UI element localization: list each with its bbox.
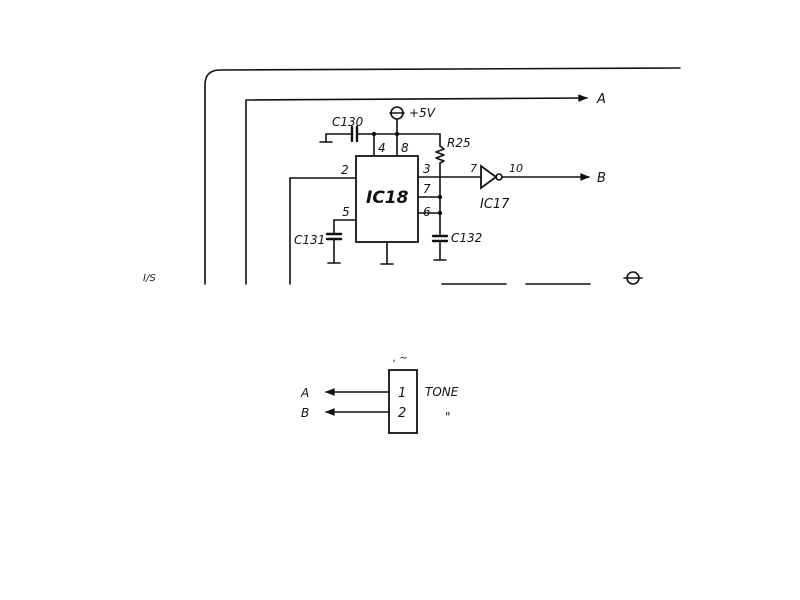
capacitor-c130 (319, 125, 373, 143)
connector-line-a: A (300, 386, 309, 400)
edge-fragment: I/S (143, 273, 156, 284)
ic18-body (355, 155, 419, 243)
wire-a-bus (245, 94, 588, 285)
pin-2: 2 (341, 163, 349, 177)
c130-label: C130 (332, 115, 364, 129)
pin-5: 5 (342, 205, 350, 219)
ic17-pin-out: 10 (509, 162, 523, 175)
connector-row-a: A 1 TONE (300, 385, 459, 401)
frame-line (204, 67, 681, 285)
supply-label: +5V (409, 106, 436, 120)
capacitor-c132 (431, 234, 449, 261)
connector-row-b: B 2 " (301, 406, 451, 424)
ic18-label: IC18 (366, 188, 409, 208)
junction-dot (437, 194, 443, 200)
connector-pin-2: 2 (398, 406, 406, 421)
ground-symbol (623, 271, 643, 285)
ic17-label: IC17 (480, 197, 510, 212)
connector-desc-tone: TONE (425, 385, 459, 399)
resistor-r25 (435, 133, 445, 237)
pin-6: 6 (423, 205, 431, 219)
c132-label: C132 (451, 231, 482, 245)
pin-3: 3 (423, 162, 431, 176)
inverter-ic17 (480, 164, 503, 190)
connector-line-b: B (301, 406, 309, 420)
pin-8: 8 (401, 141, 409, 155)
output-a-label: A (596, 92, 606, 107)
ic17-pin-in: 7 (470, 162, 477, 175)
output-b-label: B (597, 171, 606, 186)
pin-4: 4 (378, 141, 386, 155)
c131-label: C131 (294, 233, 325, 247)
capacitor-c131 (325, 219, 357, 264)
pin-7: 7 (423, 182, 431, 196)
connector-top-mark: , ~ (393, 353, 408, 364)
supply-5v (389, 106, 405, 135)
junction-dot (437, 210, 443, 216)
connector-pin-1: 1 (398, 386, 406, 401)
r25-label: R25 (447, 136, 471, 150)
connector-desc-ditto: " (445, 410, 451, 424)
connector-body (388, 369, 418, 434)
